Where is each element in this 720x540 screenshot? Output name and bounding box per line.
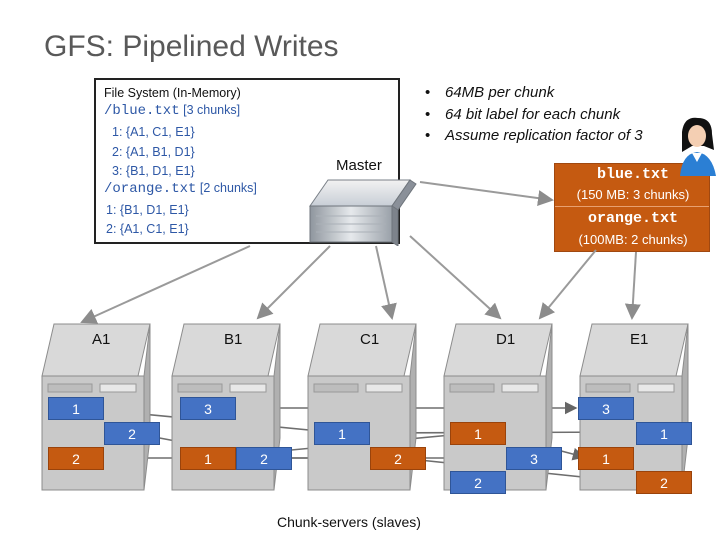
fs-file-name: /orange.txt [104, 181, 197, 197]
fs-chunk-entry: 2: {A1, C1, E1} [106, 222, 189, 236]
chunk-b1-blue-2: 2 [236, 447, 292, 470]
client-file-box: blue.txt (150 MB: 3 chunks) orange.txt (… [554, 163, 710, 252]
fs-header: File System (In-Memory) [104, 86, 241, 100]
note-item: •64 bit label for each chunk [425, 105, 621, 123]
fs-file-chunk-note: [2 chunks] [199, 181, 257, 195]
client-file-name: blue.txt [596, 166, 669, 183]
fs-file-orange: /orange.txt [2 chunks] [104, 181, 257, 197]
notes-list: •64MB per chunk •64 bit label for each c… [425, 84, 643, 149]
user-avatar-icon [680, 117, 716, 176]
chunk-server-b1 [168, 320, 296, 499]
chunk-c1-blue-1: 1 [314, 422, 370, 445]
fs-file-name: /blue.txt [104, 103, 180, 119]
client-file-size: (150 MB: 3 chunks) [576, 187, 690, 202]
chunk-b1-orange-1: 1 [180, 447, 236, 470]
chunk-servers-caption: Chunk-servers (slaves) [277, 514, 421, 530]
client-divider [555, 206, 709, 207]
chunk-a1-blue-1: 1 [48, 397, 104, 420]
chunk-server-a1 [38, 320, 166, 499]
chunk-e1-orange-1: 1 [578, 447, 634, 470]
chunk-e1-orange-2: 2 [636, 471, 692, 494]
fs-chunk-entry: 3: {B1, D1, E1} [112, 164, 195, 178]
fs-chunk-entry: 1: {B1, D1, E1} [106, 203, 189, 217]
chunk-d1-orange-1: 1 [450, 422, 506, 445]
master-label: Master [336, 157, 382, 174]
server-name: D1 [496, 331, 516, 348]
chunk-b1-blue-3: 3 [180, 397, 236, 420]
chunk-c1-orange-2: 2 [370, 447, 426, 470]
chunk-d1-blue-3: 3 [506, 447, 562, 470]
chunk-a1-orange-2: 2 [48, 447, 104, 470]
fs-chunk-entry: 1: {A1, C1, E1} [112, 125, 195, 139]
note-item: •64MB per chunk [425, 84, 555, 101]
client-file-size: (100MB: 2 chunks) [578, 232, 688, 247]
fs-chunk-entry: 2: {A1, B1, D1} [112, 145, 195, 159]
server-name: E1 [630, 331, 649, 348]
fs-file-chunk-note: [3 chunks] [183, 103, 241, 117]
chunk-e1-blue-3: 3 [578, 397, 634, 420]
server-rack-icon [171, 323, 281, 491]
server-rack-icon [41, 323, 151, 491]
server-name: C1 [360, 331, 380, 348]
note-item: •Assume replication factor of 3 [425, 127, 643, 144]
fs-file-blue: /blue.txt [3 chunks] [104, 103, 240, 119]
chunk-e1-blue-1: 1 [636, 422, 692, 445]
master-server-icon [309, 179, 417, 246]
page-title: GFS: Pipelined Writes [44, 30, 339, 63]
chunk-a1-blue-2: 2 [104, 422, 160, 445]
server-name: A1 [92, 331, 111, 348]
file-system-panel: File System (In-Memory) /blue.txt [3 chu… [94, 78, 400, 244]
chunk-d1-blue-2: 2 [450, 471, 506, 494]
client-file-name: orange.txt [587, 210, 678, 227]
server-name: B1 [224, 331, 243, 348]
